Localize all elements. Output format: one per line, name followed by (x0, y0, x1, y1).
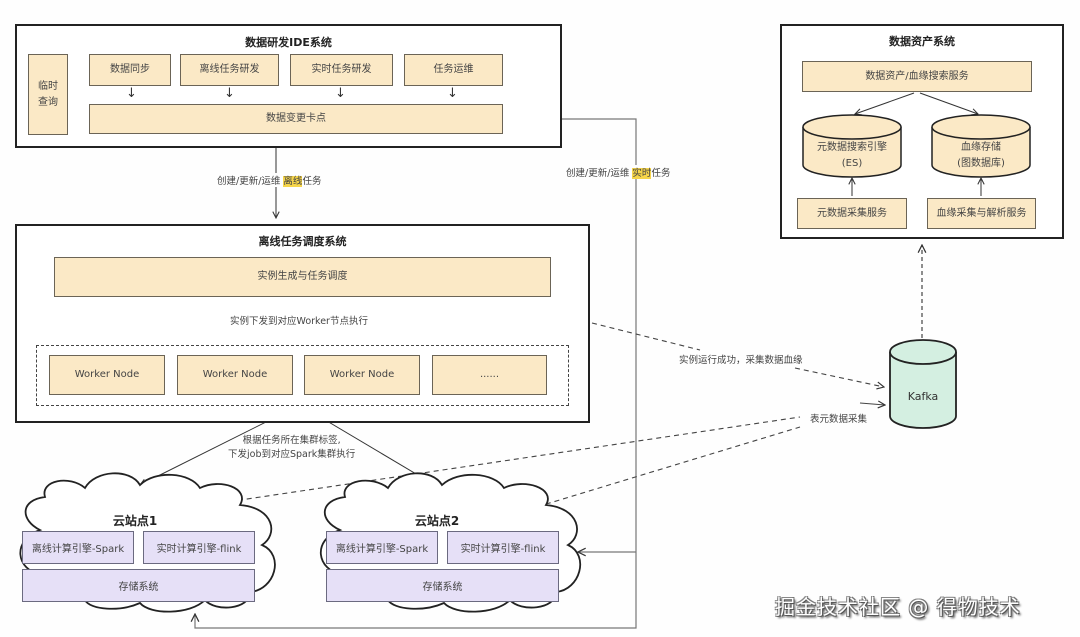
site1-spark-engine[interactable]: 离线计算引擎-Spark (22, 531, 134, 564)
worker-node-more[interactable]: ...... (432, 355, 547, 395)
site2-flink-engine[interactable]: 实时计算引擎-flink (447, 531, 559, 564)
arrow-down-icon: ↓ (224, 86, 235, 101)
asset-system-title: 数据资产系统 (889, 35, 955, 48)
watermark-text: 掘金技术社区 @ 得物技术 (775, 595, 1021, 619)
module-data-sync[interactable]: 数据同步 (89, 54, 171, 86)
site1-title: 云站点1 (112, 514, 158, 528)
module-offline-dev[interactable]: 离线任务研发 (180, 54, 279, 86)
asset-search-service[interactable]: 数据资产/血缘搜索服务 (802, 61, 1032, 92)
dispatch-spark-label: 根据任务所在集群标签, 下发job到对应Spark集群执行 (228, 435, 356, 461)
meta-dashed-line-2 (519, 426, 801, 513)
site1-flink-engine[interactable]: 实时计算引擎-flink (143, 531, 255, 564)
lineage-dashed-line (591, 322, 701, 351)
adhoc-query-box[interactable]: 临时 查询 (28, 54, 68, 135)
lineage-collect-service[interactable]: 血缘采集与解析服务 (927, 198, 1036, 229)
meta-engine-label[interactable]: 元数据搜索引擎 (ES) (817, 142, 887, 169)
meta-collect-label: 表元数据采集 (810, 411, 868, 425)
realtime-task-label: 创建/更新/运维 实时任务 (566, 165, 671, 179)
instance-scheduling-box[interactable]: 实例生成与任务调度 (54, 257, 551, 297)
lineage-store-label[interactable]: 血缘存储 (图数据库) (957, 142, 1005, 169)
meta-dashed-line-1 (219, 416, 801, 504)
dispatch-worker-label: 实例下发到对应Worker节点执行 (230, 316, 368, 327)
worker-node[interactable]: Worker Node (177, 355, 293, 395)
offline-task-label: 创建/更新/运维 离线任务 (217, 173, 322, 187)
meta-collect-service[interactable]: 元数据采集服务 (797, 198, 907, 229)
kafka-label[interactable]: Kafka (907, 390, 939, 403)
site2-title: 云站点2 (414, 514, 460, 528)
realtime-route-line (195, 118, 637, 629)
worker-node[interactable]: Worker Node (49, 355, 165, 395)
lineage-collect-label: 实例运行成功，采集数据血缘 (679, 352, 803, 366)
arrow-down-icon: ↓ (335, 86, 346, 101)
ide-system-title: 数据研发IDE系统 (245, 36, 332, 49)
arrow-down-icon: ↓ (126, 86, 137, 101)
site2-storage[interactable]: 存储系统 (326, 569, 559, 602)
lineage-dashed-arrow (794, 367, 884, 387)
meta-dashed-arrow (859, 403, 885, 405)
kafka-cylinder (889, 339, 957, 429)
module-task-ops[interactable]: 任务运维 (404, 54, 503, 86)
module-realtime-dev[interactable]: 实时任务研发 (290, 54, 393, 86)
worker-pool (36, 345, 569, 406)
arrow-down-icon: ↓ (447, 86, 458, 101)
site2-spark-engine[interactable]: 离线计算引擎-Spark (326, 531, 438, 564)
worker-node[interactable]: Worker Node (304, 355, 420, 395)
data-change-checkpoint[interactable]: 数据变更卡点 (89, 104, 503, 134)
site1-storage[interactable]: 存储系统 (22, 569, 255, 602)
scheduler-system-title: 离线任务调度系统 (258, 235, 347, 248)
